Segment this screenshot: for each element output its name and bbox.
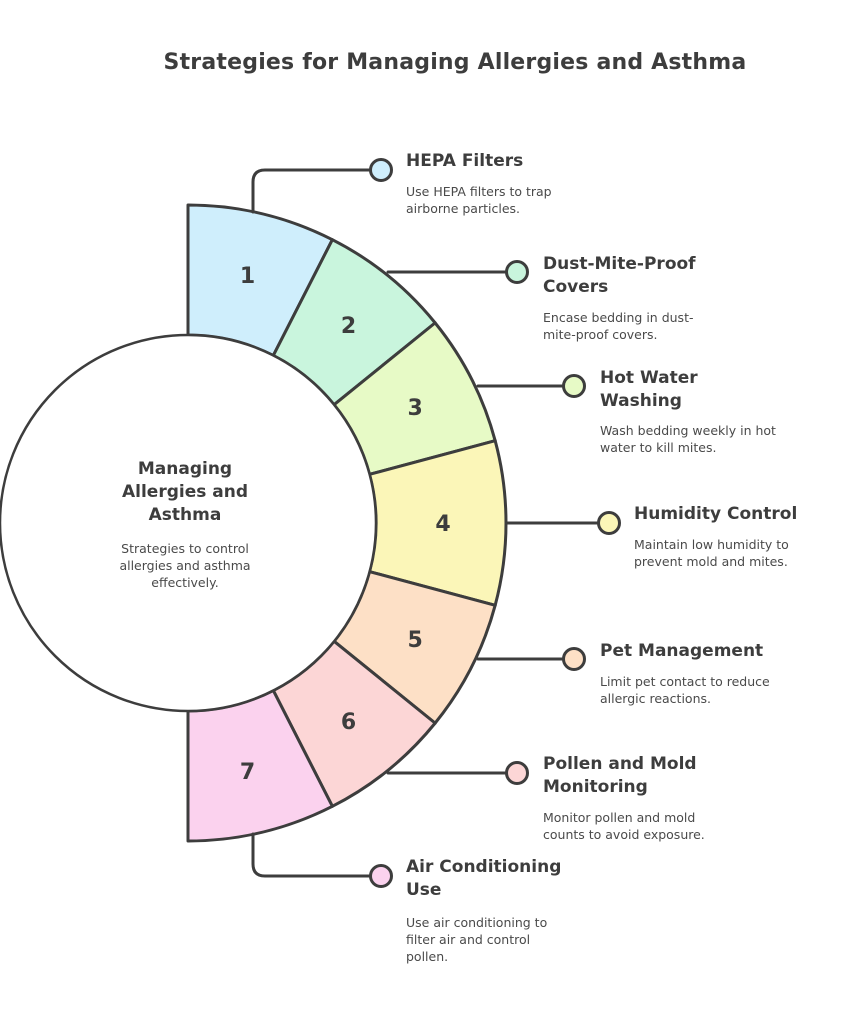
- connector-dot-2: [505, 260, 529, 284]
- center-title: Managing Allergies and Asthma: [121, 459, 249, 525]
- connector-dot-4: [597, 511, 621, 535]
- item-description-5: Limit pet contact to reduce allergic rea…: [600, 674, 770, 706]
- connector-dot-7: [369, 864, 393, 888]
- page-title: Strategies for Managing Allergies and As…: [163, 50, 747, 75]
- segment-number-2: 2: [341, 314, 356, 339]
- item-description-2: Encase bedding in dust-mite-proof covers…: [543, 310, 694, 342]
- item-title-3: Hot Water Washing: [600, 368, 698, 411]
- segment-number-7: 7: [240, 760, 255, 785]
- item-title-5: Pet Management: [600, 641, 764, 661]
- segment-number-6: 6: [341, 710, 356, 735]
- item-title-1: HEPA Filters: [406, 151, 524, 171]
- center-description: Strategies to control allergies and asth…: [119, 541, 251, 590]
- connector-1: [251, 168, 372, 214]
- segment-number-4: 4: [435, 512, 450, 537]
- segment-number-3: 3: [408, 396, 423, 421]
- item-description-3: Wash bedding weekly in hot water to kill…: [600, 423, 776, 455]
- item-description-4: Maintain low humidity to prevent mold an…: [634, 537, 789, 569]
- connector-7: [251, 832, 372, 878]
- item-title-7: Air Conditioning Use: [406, 857, 562, 900]
- item-title-2: Dust-Mite-Proof Covers: [543, 254, 696, 297]
- connector-dot-1: [369, 158, 393, 182]
- segment-number-1: 1: [240, 264, 255, 289]
- item-title-4: Humidity Control: [634, 504, 798, 524]
- item-title-6: Pollen and Mold Monitoring: [543, 754, 697, 797]
- item-description-7: Use air conditioning to filter air and c…: [406, 915, 548, 964]
- center-circle: [0, 333, 378, 713]
- item-description-1: Use HEPA filters to trap airborne partic…: [406, 184, 552, 216]
- connectors-group: [251, 158, 621, 888]
- connector-dot-6: [505, 761, 529, 785]
- item-description-6: Monitor pollen and mold counts to avoid …: [543, 810, 705, 842]
- connector-dot-3: [562, 374, 586, 398]
- connector-dot-5: [562, 647, 586, 671]
- segment-number-5: 5: [408, 628, 423, 653]
